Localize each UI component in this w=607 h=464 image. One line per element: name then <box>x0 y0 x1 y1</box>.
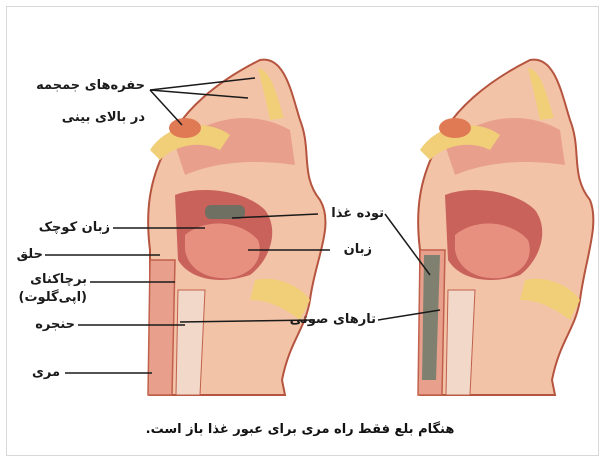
leader-sinus-3 <box>150 90 182 125</box>
label-tongue: زبان <box>332 242 372 258</box>
food-bolus-left <box>205 205 245 219</box>
sinus-right <box>439 118 471 138</box>
figure-caption: هنگام بلع فقط راه مری برای عبور غذا باز … <box>120 422 480 437</box>
label-sinuses: حفره‌های جمجمه <box>15 78 145 94</box>
label-pharynx: حلق <box>15 247 43 263</box>
label-epiglottis-sub: (اپی‌گلوت) <box>15 290 87 306</box>
label-sinuses-sub: در بالای بینی <box>15 110 145 126</box>
trachea-right <box>446 290 475 395</box>
label-vocal-cords: تارهای صوتی <box>288 312 376 328</box>
label-bolus: توده غذا <box>318 206 384 222</box>
label-larynx: حنجره <box>15 317 75 333</box>
head-sagittal-right <box>418 60 593 395</box>
label-esophagus: مری <box>15 365 60 381</box>
esophagus-tube-left <box>148 260 175 395</box>
trachea-left <box>176 290 205 395</box>
sinus-left <box>169 118 201 138</box>
label-epiglottis: برچاکنای <box>15 272 87 288</box>
label-uvula: زبان کوچک <box>15 220 110 236</box>
